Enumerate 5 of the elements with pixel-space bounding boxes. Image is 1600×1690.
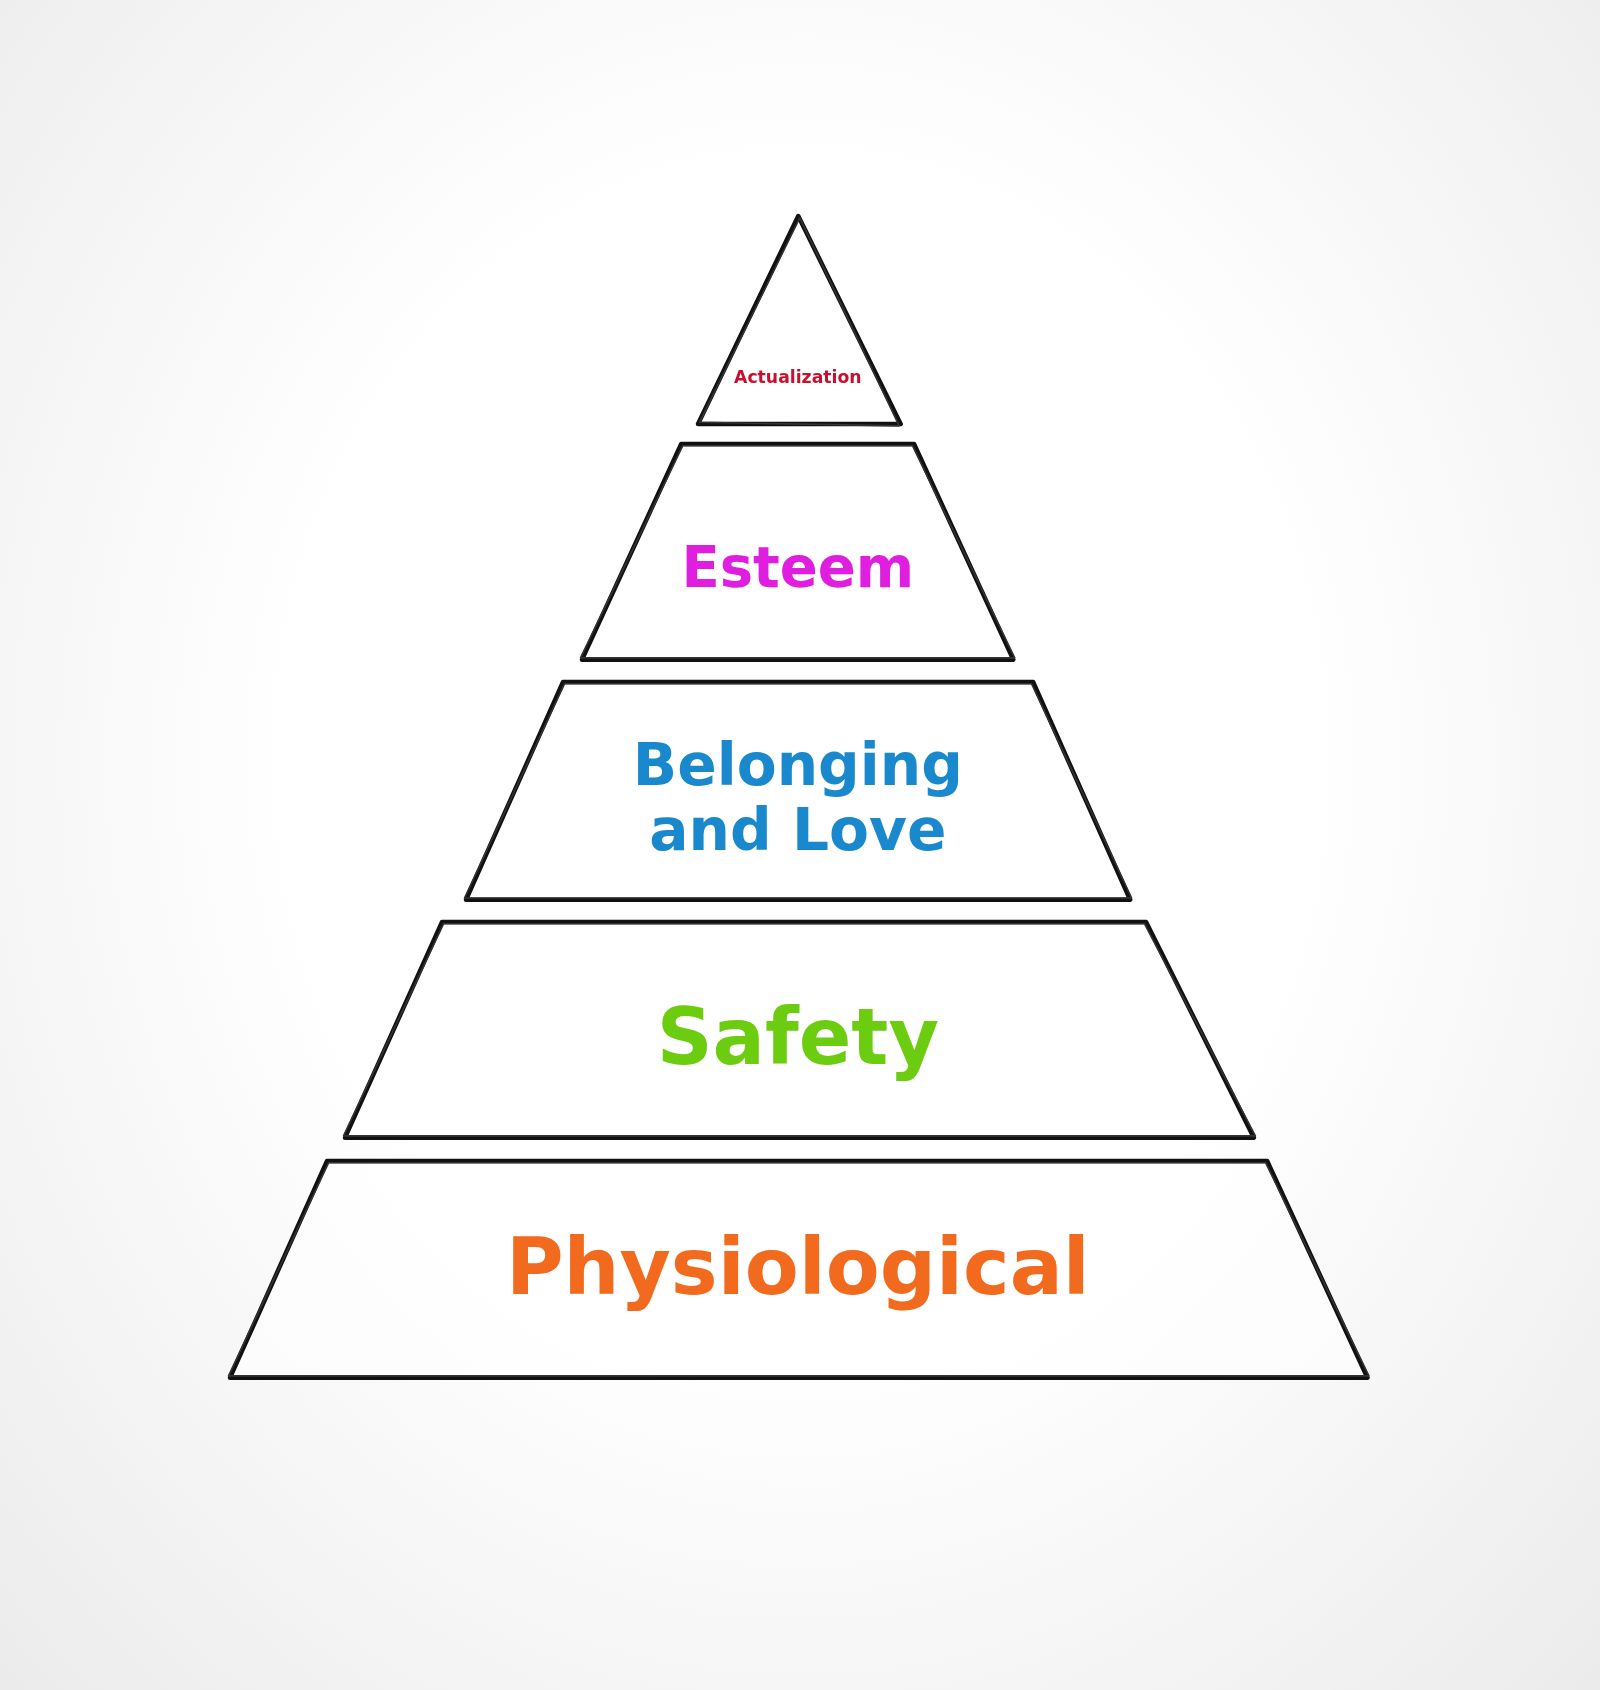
tier-label: Esteem (680, 536, 916, 600)
tier-label: Physiological (504, 1222, 1091, 1311)
tier-label: Safety (655, 993, 940, 1081)
tier-label: Actualization (733, 367, 863, 388)
tier-label: Belonging and Love (631, 732, 964, 864)
